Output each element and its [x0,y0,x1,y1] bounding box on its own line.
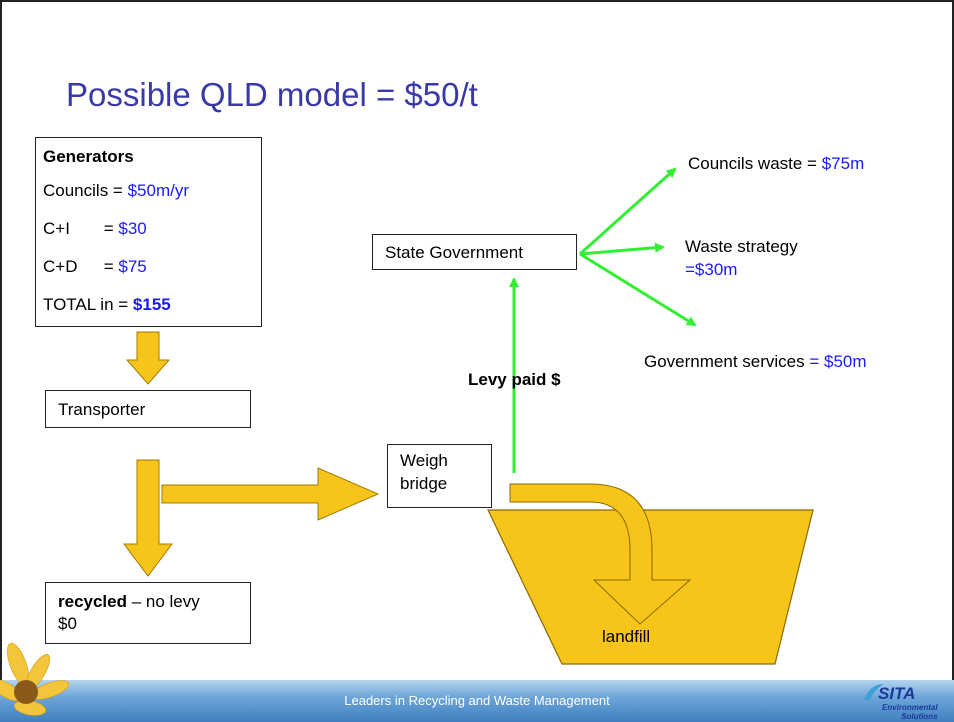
footer-bar: Leaders in Recycling and Waste Managemen… [0,680,954,722]
generator-row-cd: C+D = $75 [43,256,261,294]
row-value: $30 [118,219,147,238]
weighbridge-line2: bridge [400,474,448,493]
output-label: Government services [644,352,810,371]
output-label: Councils waste = [688,154,822,173]
transporter-box: Transporter [45,390,251,428]
row-value: $50m/yr [127,181,189,200]
arrow-waste-strategy [579,242,665,256]
total-label: TOTAL in = [43,295,133,314]
logo-sub1: Environmental [882,703,938,712]
curved-arrow-landfill [509,483,692,625]
sita-logo: SITA Environmental Solutions [860,672,952,722]
generator-row-councils: Councils = $50m/yr [43,180,261,218]
output-waste-strategy: Waste strategy =$30m [685,235,798,281]
logo-sub: Environmental Solutions [882,703,938,721]
recycled-value: $0 [58,614,77,633]
generators-heading: Generators [43,147,134,166]
row-eq: = [108,181,128,200]
sunflower-image [0,642,70,716]
output-value: = $50m [809,352,867,371]
logo-brand: SITA [878,684,916,703]
generator-row-ci: C+I = $30 [43,218,261,256]
row-label: Councils [43,181,109,200]
output-value: $75m [821,154,865,173]
row-eq: = [99,219,119,238]
down-arrow-recycled [123,459,173,577]
logo-sub2: Solutions [901,712,938,721]
slide-title: Possible QLD model = $50/t [66,76,478,113]
sita-logo-icon [864,684,884,700]
row-label: C+I [43,219,70,238]
footer-tagline: Leaders in Recycling and Waste Managemen… [344,693,610,708]
state-government-box: State Government [372,234,577,270]
generator-row-total: TOTAL in = $155 [43,294,261,332]
recycled-rest: – no levy [127,592,200,611]
recycled-bold: recycled [58,592,127,611]
output-value: =$30m [685,260,738,279]
right-arrow-weighbridge [161,467,380,521]
row-eq: = [99,257,119,276]
generators-box: Generators Councils = $50m/yr C+I = $30 … [35,137,262,327]
weighbridge-box: Weigh bridge [387,444,492,508]
arrow-gov-services [579,252,697,327]
row-value: $75 [118,257,147,276]
output-councils-waste: Councils waste = $75m [688,154,864,174]
recycled-box: recycled – no levy $0 [45,582,251,644]
output-gov-services: Government services = $50m [644,352,954,372]
landfill-label: landfill [602,627,651,646]
arrow-councils-waste [578,167,677,256]
output-label: Waste strategy [685,237,798,256]
row-label: C+D [43,257,78,276]
weighbridge-line1: Weigh [400,451,448,470]
total-value: $155 [132,295,171,314]
down-arrow-generators [125,331,171,385]
levy-label: Levy paid $ [468,370,561,389]
